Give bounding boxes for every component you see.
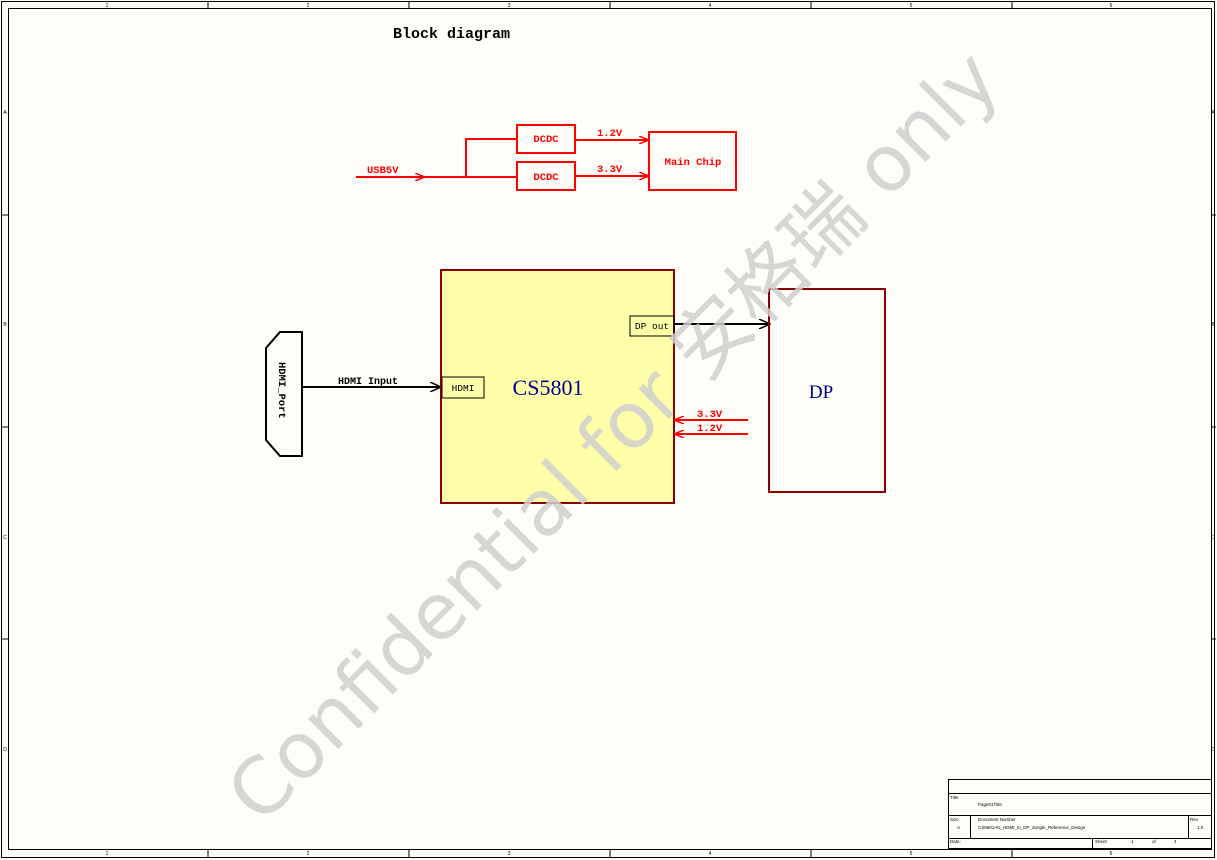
hdmi-port-label: HDMI_Port <box>275 362 287 419</box>
chip-supply-1v2-label: 1.2V <box>697 423 723 435</box>
title-block-rev-value: 1.0 <box>1197 825 1204 830</box>
chip-dp-out-pin-label: DP out <box>635 321 669 332</box>
title-block-sheet-header: Sheet <box>1095 839 1108 844</box>
zone-row-c-left: C <box>3 535 7 541</box>
zone-row-a-left: A <box>3 110 7 116</box>
usb5v-label: USB5V <box>367 165 399 177</box>
title-block <box>948 779 1212 849</box>
zone-col-1-top: 1 <box>106 3 109 9</box>
zone-col-2-bottom: 2 <box>307 851 310 857</box>
zone-col-5-top: 5 <box>910 3 913 9</box>
zone-col-4-top: 4 <box>709 3 712 9</box>
dcdc-top-label: DCDC <box>533 134 559 146</box>
title-block-size-value: A <box>957 825 960 830</box>
title-block-sheet-value: 1 <box>1131 839 1134 844</box>
zone-col-6-bottom: 6 <box>1110 851 1113 857</box>
dp-label: DP <box>809 382 833 403</box>
rail-3v3-label: 3.3V <box>597 164 623 176</box>
chip-supply-wires <box>675 420 748 434</box>
title-block-of-label: of <box>1152 839 1157 844</box>
chip-supply-3v3-label: 3.3V <box>697 409 723 421</box>
zone-col-3-top: 3 <box>508 3 511 9</box>
title-block-sheet-total: 4 <box>1174 839 1177 844</box>
zone-col-2-top: 2 <box>307 3 310 9</box>
main-chip-box <box>648 131 737 191</box>
chip-hdmi-pin-box <box>441 376 485 399</box>
title-block-title-header: Title <box>950 795 959 800</box>
zone-col-4-bottom: 4 <box>709 851 712 857</box>
page-title: Block diagram <box>393 26 510 43</box>
title-block-docnum-header: Document Number <box>978 817 1016 822</box>
zone-col-5-bottom: 5 <box>910 851 913 857</box>
zone-row-c-right: C <box>1211 535 1215 541</box>
power-tree <box>356 124 737 191</box>
zone-row-d-right: D <box>1211 747 1215 753</box>
chip-hdmi-pin-label: HDMI <box>452 383 475 394</box>
zone-row-d-left: D <box>3 747 7 753</box>
main-chip-label: Main Chip <box>665 157 722 169</box>
rail-1v2-label: 1.2V <box>597 128 623 140</box>
hdmi-input-label: HDMI Input <box>338 377 398 388</box>
zone-row-b-left: B <box>3 322 7 328</box>
title-block-date-header: Date: <box>950 839 961 844</box>
zone-col-3-bottom: 3 <box>508 851 511 857</box>
cs5801-chip-block <box>440 269 675 504</box>
dp-block <box>768 288 886 493</box>
title-block-title-value: Page01Title <box>978 802 1002 807</box>
zone-row-a-right: A <box>1211 110 1215 116</box>
hdmi-port-connector <box>265 331 303 457</box>
zone-col-1-bottom: 1 <box>106 851 109 857</box>
usb5v-branch-wire <box>465 138 517 177</box>
title-block-docnum-value: CS5801AN_HDMI_to_DP_dongle_Reference_Des… <box>978 825 1086 830</box>
dcdc-bottom-label: DCDC <box>533 172 559 184</box>
title-block-size-header: Size <box>950 817 959 822</box>
chip-dp-out-pin-box <box>629 315 675 337</box>
zone-col-6-top: 6 <box>1110 3 1113 9</box>
cs5801-chip-label: CS5801 <box>513 375 584 400</box>
zone-row-b-right: B <box>1211 322 1215 328</box>
title-block-rev-header: Rev <box>1190 817 1199 822</box>
